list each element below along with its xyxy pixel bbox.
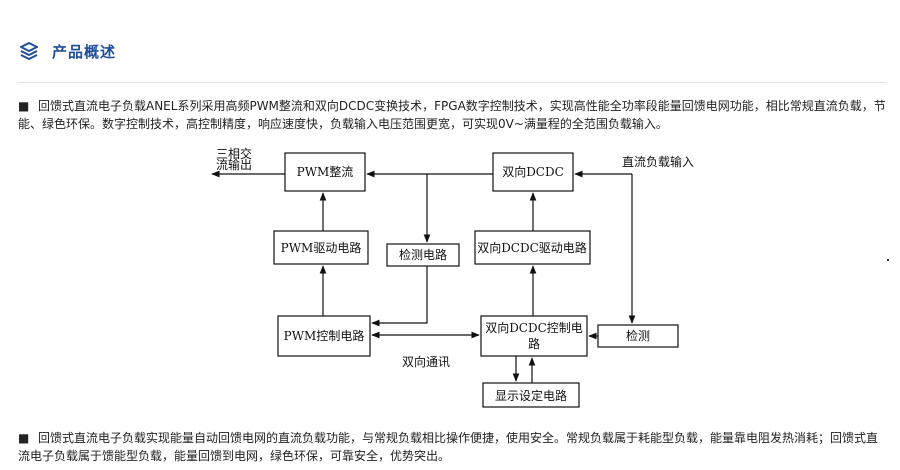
section-title: 产品概述 [52,42,117,61]
dc-load-input-label: 直流负载输入 [622,154,694,169]
pwm-rect-label: PWM整流 [297,164,354,179]
dcdc-control-label-2: 路 [528,336,540,351]
dcdc-control-box [480,315,588,357]
bullet: ■ [18,431,30,445]
bidir-dcdc-label: 双向DCDC [502,164,564,179]
paragraph-2: ■回馈式直流电子负载实现能量自动回馈电网的直流负载功能，与常规负载相比操作便捷，… [18,429,888,465]
display-label: 显示设定电路 [495,388,567,403]
layers-icon [18,40,40,62]
display-box [482,382,580,408]
dcdc-control-label-1: 双向DCDC控制电 [485,320,583,335]
dcdc-drive-label: 双向DCDC驱动电路 [477,240,587,255]
bullet: ■ [18,99,30,113]
detect-circuit-label: 检测电路 [399,247,447,262]
paragraph-1: ■回馈式直流电子负载ANEL系列采用高频PWM整流和双向DCDC变换技术，FPG… [18,97,888,133]
detect-circuit-box [386,243,460,267]
three-phase-label-1: 三相交 [216,146,252,161]
pwm-drive-box [273,230,369,265]
bidir-dcdc-box [492,152,574,192]
section-header: 产品概述 [18,38,116,64]
dcdc-drive-box [474,230,591,265]
stray-dot [887,259,889,261]
bidir-comm-label: 双向通讯 [402,354,450,369]
detect-label: 检测 [626,328,650,343]
pwm-control-label: PWM控制电路 [284,328,365,343]
three-phase-label-2: 流输出 [216,157,252,172]
pwm-drive-label: PWM驱动电路 [281,240,362,255]
divider [18,82,886,83]
paragraph-text: 回馈式直流电子负载实现能量自动回馈电网的直流负载功能，与常规负载相比操作便捷，使… [18,431,879,463]
pwm-control-box [277,315,371,357]
paragraph-text: 回馈式直流电子负载ANEL系列采用高频PWM整流和双向DCDC变换技术，FPGA… [18,99,886,131]
pwm-rect-box [284,152,366,192]
block-diagram: 三相交 流输出 PWM整流 双向DCDC 直流负载输入 PWM驱动电路 检测电路… [200,145,700,410]
